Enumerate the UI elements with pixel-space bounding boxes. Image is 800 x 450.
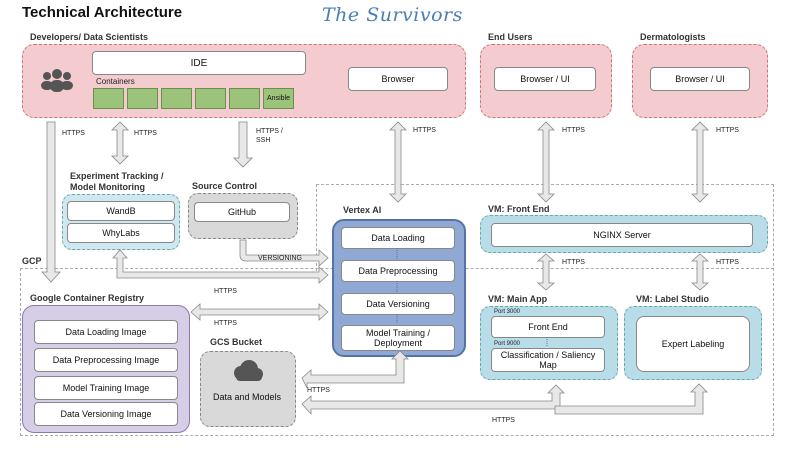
containers-label: Containers <box>96 77 135 86</box>
nginx-box[interactable]: NGINX Server <box>491 223 753 247</box>
wandb-box[interactable]: WandB <box>67 201 175 221</box>
vertex-data-preprocessing[interactable]: Data Preprocessing <box>341 260 455 282</box>
https-label: HTTPS <box>716 127 739 134</box>
gcs-label: GCS Bucket <box>210 337 263 347</box>
labelstudio-label: VM: Label Studio <box>636 294 709 304</box>
https-label: HTTPS <box>134 130 157 137</box>
https-label: HTTPS <box>562 127 585 134</box>
whylabs-box[interactable]: WhyLabs <box>67 223 175 243</box>
page-title: Technical Architecture <box>22 4 183 21</box>
container-block <box>93 88 124 109</box>
https-label: HTTPS <box>62 130 85 137</box>
https-label: HTTPS <box>214 288 237 295</box>
ide-box[interactable]: IDE <box>92 51 306 75</box>
ansible-container: Ansible <box>263 88 294 109</box>
devs-label: Developers/ Data Scientists <box>30 32 149 42</box>
gcr-data-loading-image[interactable]: Data Loading Image <box>34 320 178 344</box>
gcp-label: GCP <box>22 256 42 266</box>
mainapp-frontend-box[interactable]: Front End <box>491 316 605 338</box>
gcr-data-versioning-image[interactable]: Data Versioning Image <box>34 402 178 426</box>
container-block <box>195 88 226 109</box>
vertex-label: Vertex AI <box>343 205 382 215</box>
vertex-model-training[interactable]: Model Training / Deployment <box>341 325 455 351</box>
container-block <box>161 88 192 109</box>
github-box[interactable]: GitHub <box>194 202 290 222</box>
end-users-browser-box[interactable]: Browser / UI <box>494 67 596 91</box>
container-block <box>229 88 260 109</box>
https-label: HTTPS <box>307 387 330 394</box>
classification-box[interactable]: Classification / Saliency Map <box>491 348 605 372</box>
gcr-model-training-image[interactable]: Model Training Image <box>34 376 178 400</box>
https-label: HTTPS <box>562 259 585 266</box>
https-label: HTTPS <box>716 259 739 266</box>
cloud-icon <box>228 358 266 384</box>
mainapp-label: VM: Main App <box>488 294 548 304</box>
https-ssh-label: HTTPS / SSH <box>256 128 283 144</box>
container-block <box>127 88 158 109</box>
frontend-label: VM: Front End <box>488 204 550 214</box>
port-3000-label: Port 3000 <box>494 309 521 315</box>
vertex-data-versioning[interactable]: Data Versioning <box>341 293 455 315</box>
https-label: HTTPS <box>492 417 515 424</box>
brand-title: The Survivors <box>322 4 463 26</box>
https-label: HTTPS <box>214 320 237 327</box>
https-label: HTTPS <box>413 127 436 134</box>
derm-label: Dermatologists <box>640 32 706 42</box>
devs-browser-box[interactable]: Browser <box>348 67 448 91</box>
vertex-data-loading[interactable]: Data Loading <box>341 227 455 249</box>
gcr-data-preprocessing-image[interactable]: Data Preprocessing Image <box>34 348 178 372</box>
versioning-label: VERSIONING <box>258 255 302 262</box>
gcs-data-label: Data and Models <box>212 392 282 402</box>
people-icon <box>38 68 76 94</box>
derm-browser-box[interactable]: Browser / UI <box>650 67 750 91</box>
end-users-label: End Users <box>488 32 533 42</box>
source-label: Source Control <box>192 181 258 191</box>
expert-labeling-box[interactable]: Expert Labeling <box>636 316 750 372</box>
exp-label: Experiment Tracking / Model Monitoring <box>70 171 164 192</box>
port-9000-label: Port 9000 <box>494 341 521 347</box>
gcr-label: Google Container Registry <box>30 293 145 303</box>
